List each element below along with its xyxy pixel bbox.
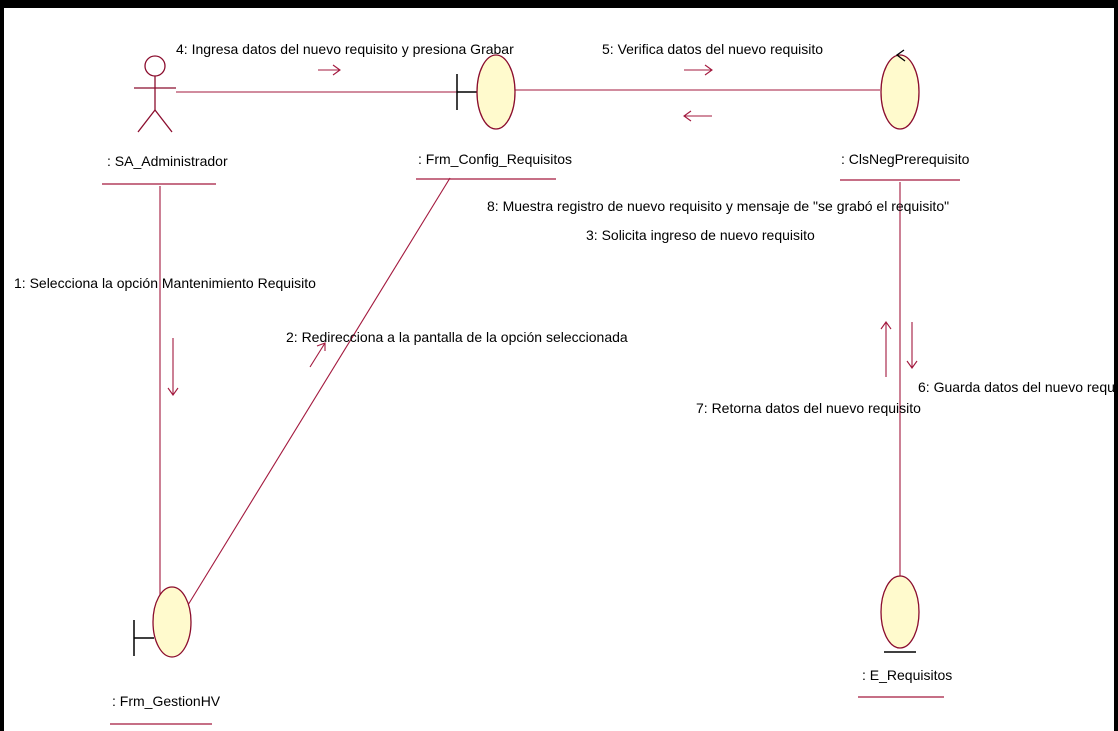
link-gestion-config bbox=[187, 177, 451, 606]
actor-label: : SA_Administrador bbox=[107, 153, 228, 169]
arrow-msg-2 bbox=[309, 342, 326, 368]
boundary-gestion-label: : Frm_GestionHV bbox=[112, 693, 221, 709]
arrow-msg-5 bbox=[684, 64, 713, 76]
actor-icon[interactable] bbox=[134, 55, 176, 133]
arrow-msg-4 bbox=[318, 64, 341, 76]
boundary-icon[interactable] bbox=[133, 586, 192, 658]
message-8-label: 8: Muestra registro de nuevo requisito y… bbox=[487, 198, 949, 214]
boundary-icon[interactable] bbox=[456, 54, 516, 130]
message-1-label: 1: Selecciona la opción Mantenimiento Re… bbox=[14, 275, 316, 291]
control-icon[interactable] bbox=[880, 49, 920, 130]
message-2-label: 2: Redirecciona a la pantalla de la opci… bbox=[286, 329, 628, 345]
arrow-msg-7 bbox=[880, 321, 892, 377]
message-3-label: 3: Solicita ingreso de nuevo requisito bbox=[586, 227, 815, 243]
boundary-config-label: : Frm_Config_Requisitos bbox=[418, 151, 572, 167]
message-5-label: 5: Verifica datos del nuevo requisito bbox=[602, 41, 823, 57]
message-7-label: 7: Retorna datos del nuevo requisito bbox=[696, 400, 921, 416]
entity-icon[interactable] bbox=[880, 575, 920, 653]
arrow-msg-6 bbox=[906, 322, 918, 369]
entity-label: : E_Requisitos bbox=[862, 667, 952, 683]
control-label: : ClsNegPrerequisito bbox=[841, 151, 970, 167]
message-4-label: 4: Ingresa datos del nuevo requisito y p… bbox=[176, 41, 514, 57]
message-6-label: 6: Guarda datos del nuevo requisito bbox=[918, 379, 1118, 395]
arrow-msg-3-8 bbox=[683, 110, 712, 122]
arrow-msg-1 bbox=[167, 338, 179, 396]
